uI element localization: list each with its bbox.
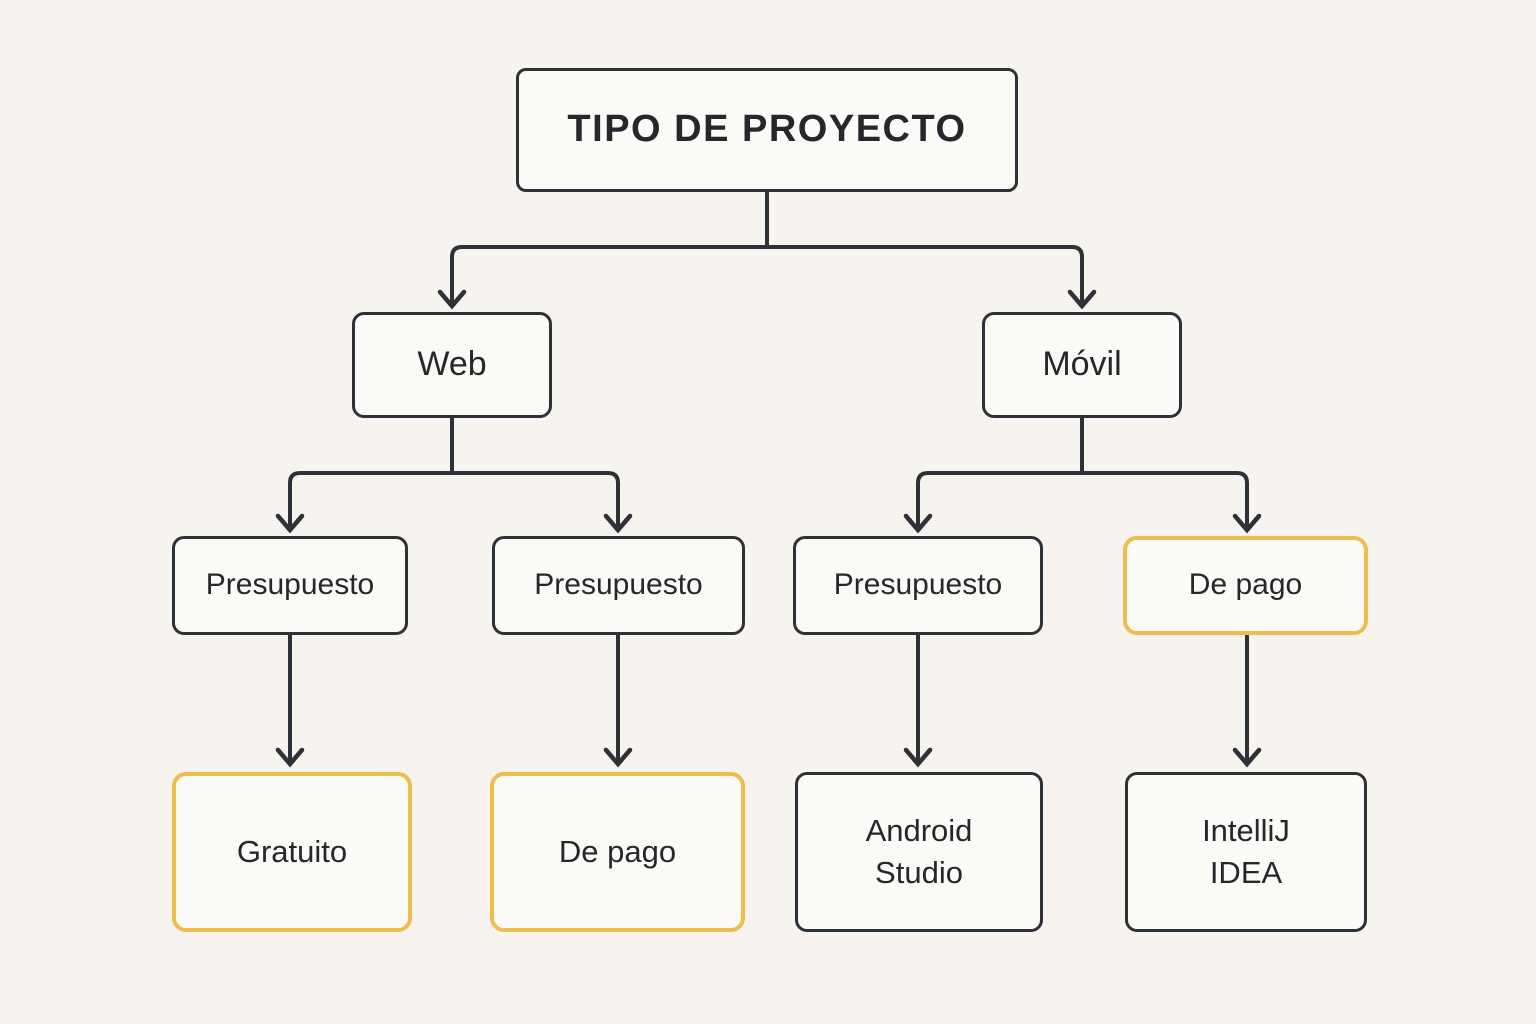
- node-label: Gratuito: [236, 834, 348, 870]
- arrow-down-icon: [603, 513, 633, 534]
- node-de-pago: De pago: [490, 772, 745, 932]
- arrow-down-icon: [903, 747, 933, 768]
- node-label: Web: [417, 345, 487, 384]
- arrow-down-icon: [1067, 289, 1097, 310]
- node-label: IntelliJ IDEA: [1202, 813, 1290, 890]
- node-android-studio: Android Studio: [795, 772, 1043, 932]
- node-de-pago-movil: De pago: [1123, 536, 1368, 635]
- node-presupuesto-web-right: Presupuesto: [492, 536, 745, 635]
- node-label: Móvil: [1042, 345, 1122, 384]
- arrow-down-icon: [275, 747, 305, 768]
- node-label: TIPO DE PROYECTO: [567, 108, 967, 151]
- arrow-down-icon: [1232, 513, 1262, 534]
- node-movil: Móvil: [982, 312, 1182, 418]
- arrow-down-icon: [603, 747, 633, 768]
- node-intellij-idea: IntelliJ IDEA: [1125, 772, 1367, 932]
- arrow-down-icon: [275, 513, 305, 534]
- node-gratuito: Gratuito: [172, 772, 412, 932]
- node-label: De pago: [558, 834, 677, 870]
- edge-movil-branch: [916, 471, 1249, 528]
- node-label: Android Studio: [865, 813, 973, 890]
- arrow-down-icon: [903, 513, 933, 534]
- node-label: De pago: [1188, 568, 1303, 602]
- edge-web-branch: [288, 471, 620, 528]
- edge-tipo-branch: [450, 245, 1084, 304]
- arrow-down-icon: [1232, 747, 1262, 768]
- node-presupuesto-web-left: Presupuesto: [172, 536, 408, 635]
- node-tipo-de-proyecto: TIPO DE PROYECTO: [516, 68, 1018, 192]
- arrow-down-icon: [437, 289, 467, 310]
- node-label: Presupuesto: [534, 568, 703, 602]
- node-label: Presupuesto: [833, 568, 1003, 602]
- node-web: Web: [352, 312, 552, 418]
- node-presupuesto-movil: Presupuesto: [793, 536, 1043, 635]
- node-label: Presupuesto: [205, 568, 375, 602]
